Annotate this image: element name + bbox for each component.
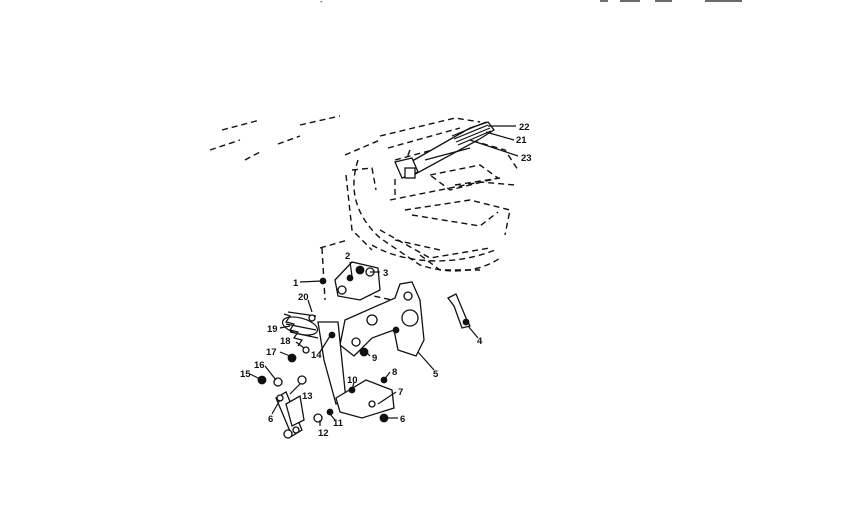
callout-9: 9 bbox=[372, 353, 377, 364]
callout-16: 16 bbox=[254, 360, 265, 371]
callout-17: 17 bbox=[266, 347, 277, 358]
callout-3: 3 bbox=[383, 268, 388, 279]
callout-18: 18 bbox=[280, 336, 291, 347]
callout-23: 23 bbox=[521, 153, 532, 164]
callout-20: 20 bbox=[298, 292, 309, 303]
header-fragment: - bbox=[320, 0, 323, 6]
lift-lever-assembly bbox=[394, 121, 495, 179]
spring bbox=[281, 311, 319, 347]
callout-labels: 1 2 3 4 5 6 6 7 8 9 10 11 12 13 14 15 16… bbox=[240, 122, 532, 439]
callout-15: 15 bbox=[240, 369, 251, 380]
leader-lines bbox=[249, 125, 519, 426]
callout-11: 11 bbox=[333, 418, 344, 429]
callout-10: 10 bbox=[347, 375, 358, 386]
rod-part-4 bbox=[447, 293, 471, 329]
callout-13: 13 bbox=[302, 391, 313, 402]
upper-bracket bbox=[319, 261, 381, 301]
callout-4: 4 bbox=[477, 336, 483, 347]
lever-grip bbox=[451, 121, 492, 146]
hardware bbox=[257, 346, 334, 439]
callout-8: 8 bbox=[392, 367, 397, 378]
callout-2: 2 bbox=[345, 251, 350, 262]
callout-7: 7 bbox=[398, 387, 403, 398]
header-marks: - bbox=[320, 0, 742, 6]
callout-5: 5 bbox=[433, 369, 439, 380]
callout-12: 12 bbox=[318, 428, 329, 439]
tractor-body-outline bbox=[209, 115, 519, 301]
callout-19: 19 bbox=[267, 324, 278, 335]
callout-22: 22 bbox=[519, 122, 530, 133]
callout-6-left: 6 bbox=[268, 414, 273, 425]
callout-1: 1 bbox=[293, 278, 299, 289]
lift-plate bbox=[339, 281, 425, 357]
callout-21: 21 bbox=[516, 135, 527, 146]
lower-bracket bbox=[335, 376, 395, 423]
callout-14: 14 bbox=[311, 350, 322, 361]
callout-6-right: 6 bbox=[400, 414, 405, 425]
